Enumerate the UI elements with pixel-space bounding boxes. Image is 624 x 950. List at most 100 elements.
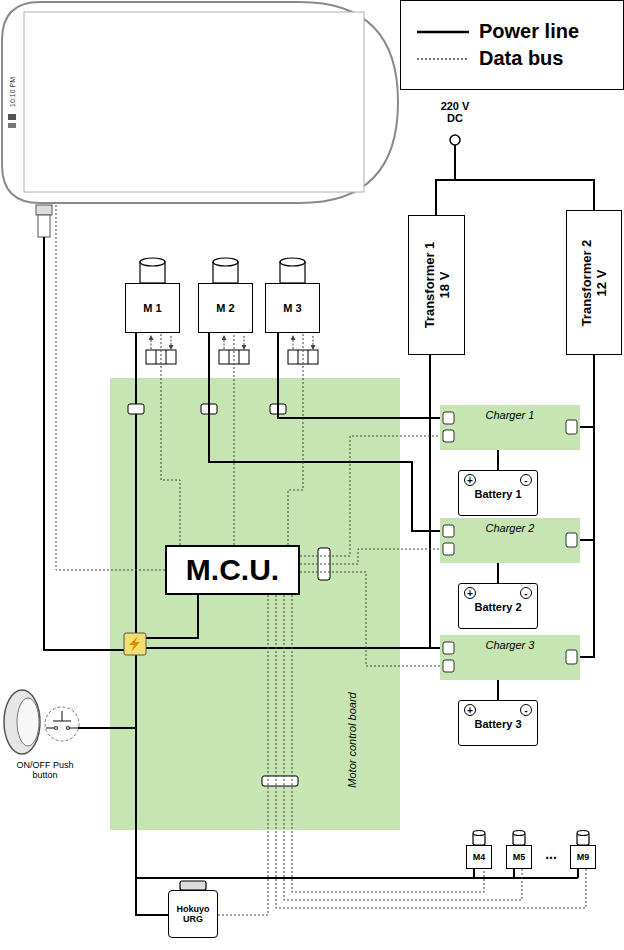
legend-entry: Data bus <box>401 45 623 72</box>
charger-ground <box>440 635 580 680</box>
connectors <box>56 205 594 915</box>
data-arrow <box>293 336 294 349</box>
motor: M5 <box>506 845 532 869</box>
motor: M 2 <box>198 283 253 333</box>
terminal-sign: + <box>464 704 476 716</box>
motor-label: M 2 <box>216 302 234 314</box>
driver-connectors <box>128 350 330 786</box>
power-wire <box>146 647 430 649</box>
power-wire <box>135 333 137 633</box>
data-bus <box>218 595 268 915</box>
tablet: 10:10 PM <box>0 0 400 205</box>
power-line <box>430 355 440 648</box>
power-wire <box>473 869 475 878</box>
legend-entry: Power line <box>401 18 623 45</box>
switch-symbol <box>46 711 78 730</box>
switch-contact <box>67 727 70 730</box>
data-bus-sample <box>417 58 469 60</box>
text-group: Transformer 212 V <box>579 239 609 326</box>
power-line-sample <box>417 30 469 33</box>
text-group: M4 <box>473 852 486 862</box>
motor: M4 <box>466 845 492 869</box>
text-group: M 3 <box>283 302 301 314</box>
transformer: Transformer 212 V <box>566 210 622 355</box>
ellipsis: ... <box>538 846 564 862</box>
text-group: Charger 3 <box>440 639 580 651</box>
divider <box>308 350 309 364</box>
legend-sample <box>417 53 469 65</box>
battery: +-Battery 2 <box>458 583 538 629</box>
charger-ports <box>443 412 577 672</box>
power-line <box>580 355 594 427</box>
text-group: +-Battery 3 <box>459 701 537 745</box>
motor-label: M9 <box>577 852 590 862</box>
data-bus <box>300 572 440 666</box>
driver-arrows <box>151 336 313 349</box>
legend-text: Power line <box>479 20 579 43</box>
power-line <box>580 355 594 657</box>
data-arrow <box>244 336 245 349</box>
data-bus <box>292 595 484 892</box>
power-connector <box>128 404 144 414</box>
data-bus <box>288 333 303 545</box>
push-button <box>4 690 40 754</box>
status-icon <box>8 114 16 120</box>
power-line <box>209 333 440 531</box>
battery-label: Battery 3 <box>472 718 524 730</box>
charger: Charger 3 <box>440 635 580 680</box>
text-group: M 2 <box>216 302 234 314</box>
tablet-body <box>2 2 398 203</box>
data-arrow <box>171 336 172 349</box>
port <box>443 642 454 654</box>
power-line <box>497 450 499 470</box>
text-group: Charger 1 <box>440 409 580 421</box>
charger: Charger 1 <box>440 405 580 450</box>
data-arrow <box>224 336 225 349</box>
text-group: +-Battery 1 <box>459 471 537 515</box>
motor-label: M4 <box>473 852 486 862</box>
motor-label: M 1 <box>143 302 161 314</box>
battery-label: Battery 2 <box>472 601 524 613</box>
text-group: +-Battery 2 <box>459 584 537 628</box>
board-ground <box>110 378 400 830</box>
motor-shaft-top <box>280 258 305 266</box>
port <box>566 650 577 664</box>
mcu-label: M.C.U. <box>186 553 279 587</box>
tablet-plug <box>38 215 50 237</box>
motor-shaft-top <box>140 258 165 266</box>
port <box>443 525 454 537</box>
switch-contact <box>55 727 58 730</box>
charger-ground <box>440 518 580 563</box>
power-line <box>580 355 594 540</box>
motor: M9 <box>570 845 596 869</box>
power-line <box>497 680 499 700</box>
transformer: Transformer 118 V <box>408 215 465 355</box>
battery: +-Battery 1 <box>458 470 538 516</box>
driver-connector <box>288 350 318 364</box>
legend: Power lineData bus <box>400 0 624 90</box>
data-arrow <box>151 336 152 349</box>
charger-label: Charger 3 <box>440 639 580 651</box>
data-arrow <box>313 336 314 349</box>
motor-control-board: M.C.U.Motor control board <box>110 378 400 830</box>
text-group: M.C.U. <box>186 553 279 587</box>
scanner-label: Hokuyo URG <box>173 904 213 924</box>
port <box>566 533 577 547</box>
power-wire <box>513 869 515 878</box>
data-connector <box>262 776 298 786</box>
switch-lead <box>46 727 55 728</box>
terminal-sign: + <box>464 474 476 486</box>
motor-shaft-top <box>213 258 238 266</box>
legend-sample <box>417 26 469 38</box>
supply-terminal <box>450 135 460 145</box>
text-group: 10:10 PM <box>9 77 16 107</box>
text-group: Transformer 118 V <box>422 242 452 329</box>
data-bus <box>300 436 440 556</box>
charger-label: Charger 1 <box>440 409 580 421</box>
connector-dividers <box>156 350 308 364</box>
legend-text: Data bus <box>479 47 563 70</box>
lightning-symbol <box>129 636 140 652</box>
motor-label: M5 <box>513 852 526 862</box>
charger-label: Charger 2 <box>440 522 580 534</box>
